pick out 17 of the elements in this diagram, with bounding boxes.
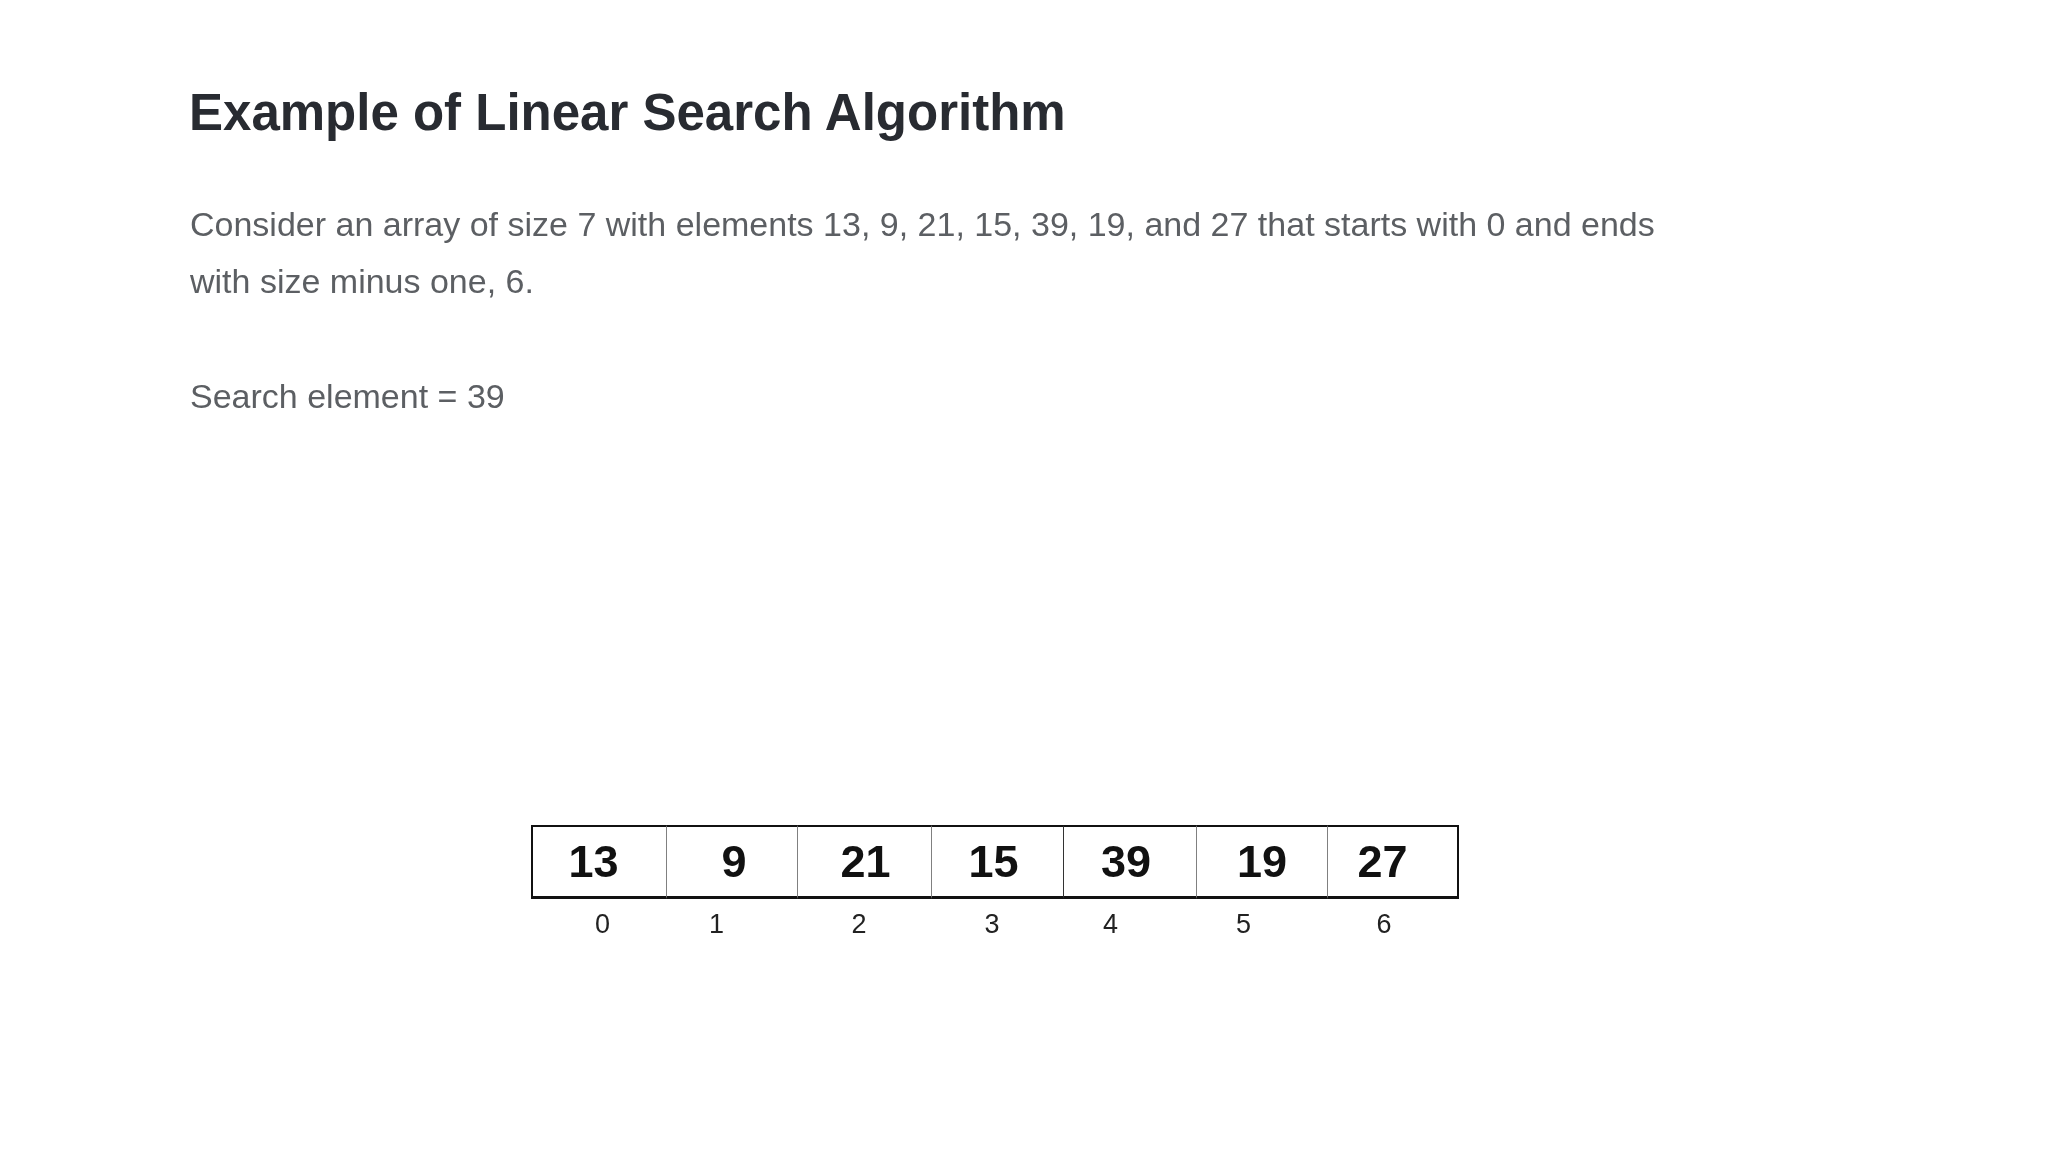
index-label: 4 [1103, 909, 1118, 939]
array-value: 13 [568, 836, 619, 887]
index-label: 2 [851, 909, 867, 939]
description-text: Consider an array of size 7 with elements 13, 9, 21, 15, 39, 19, and 27 that starts with 0 and ends with size minus one, 6. [190, 204, 1656, 302]
index-label: 0 [595, 909, 610, 939]
array-value: 19 [1236, 836, 1288, 887]
index-label: 5 [1236, 909, 1251, 939]
index-label: 1 [709, 909, 724, 939]
array-value: 15 [968, 836, 1019, 887]
array-value: 39 [1100, 836, 1152, 887]
array-value: 21 [840, 836, 891, 887]
array-value: 9 [721, 836, 747, 887]
search-element-text: Search element = 39 [190, 376, 506, 417]
page-title: Example of Linear Search Algorithm [189, 83, 1066, 143]
array-value: 27 [1357, 836, 1408, 887]
index-label: 6 [1376, 909, 1392, 939]
index-label: 3 [984, 909, 1000, 939]
